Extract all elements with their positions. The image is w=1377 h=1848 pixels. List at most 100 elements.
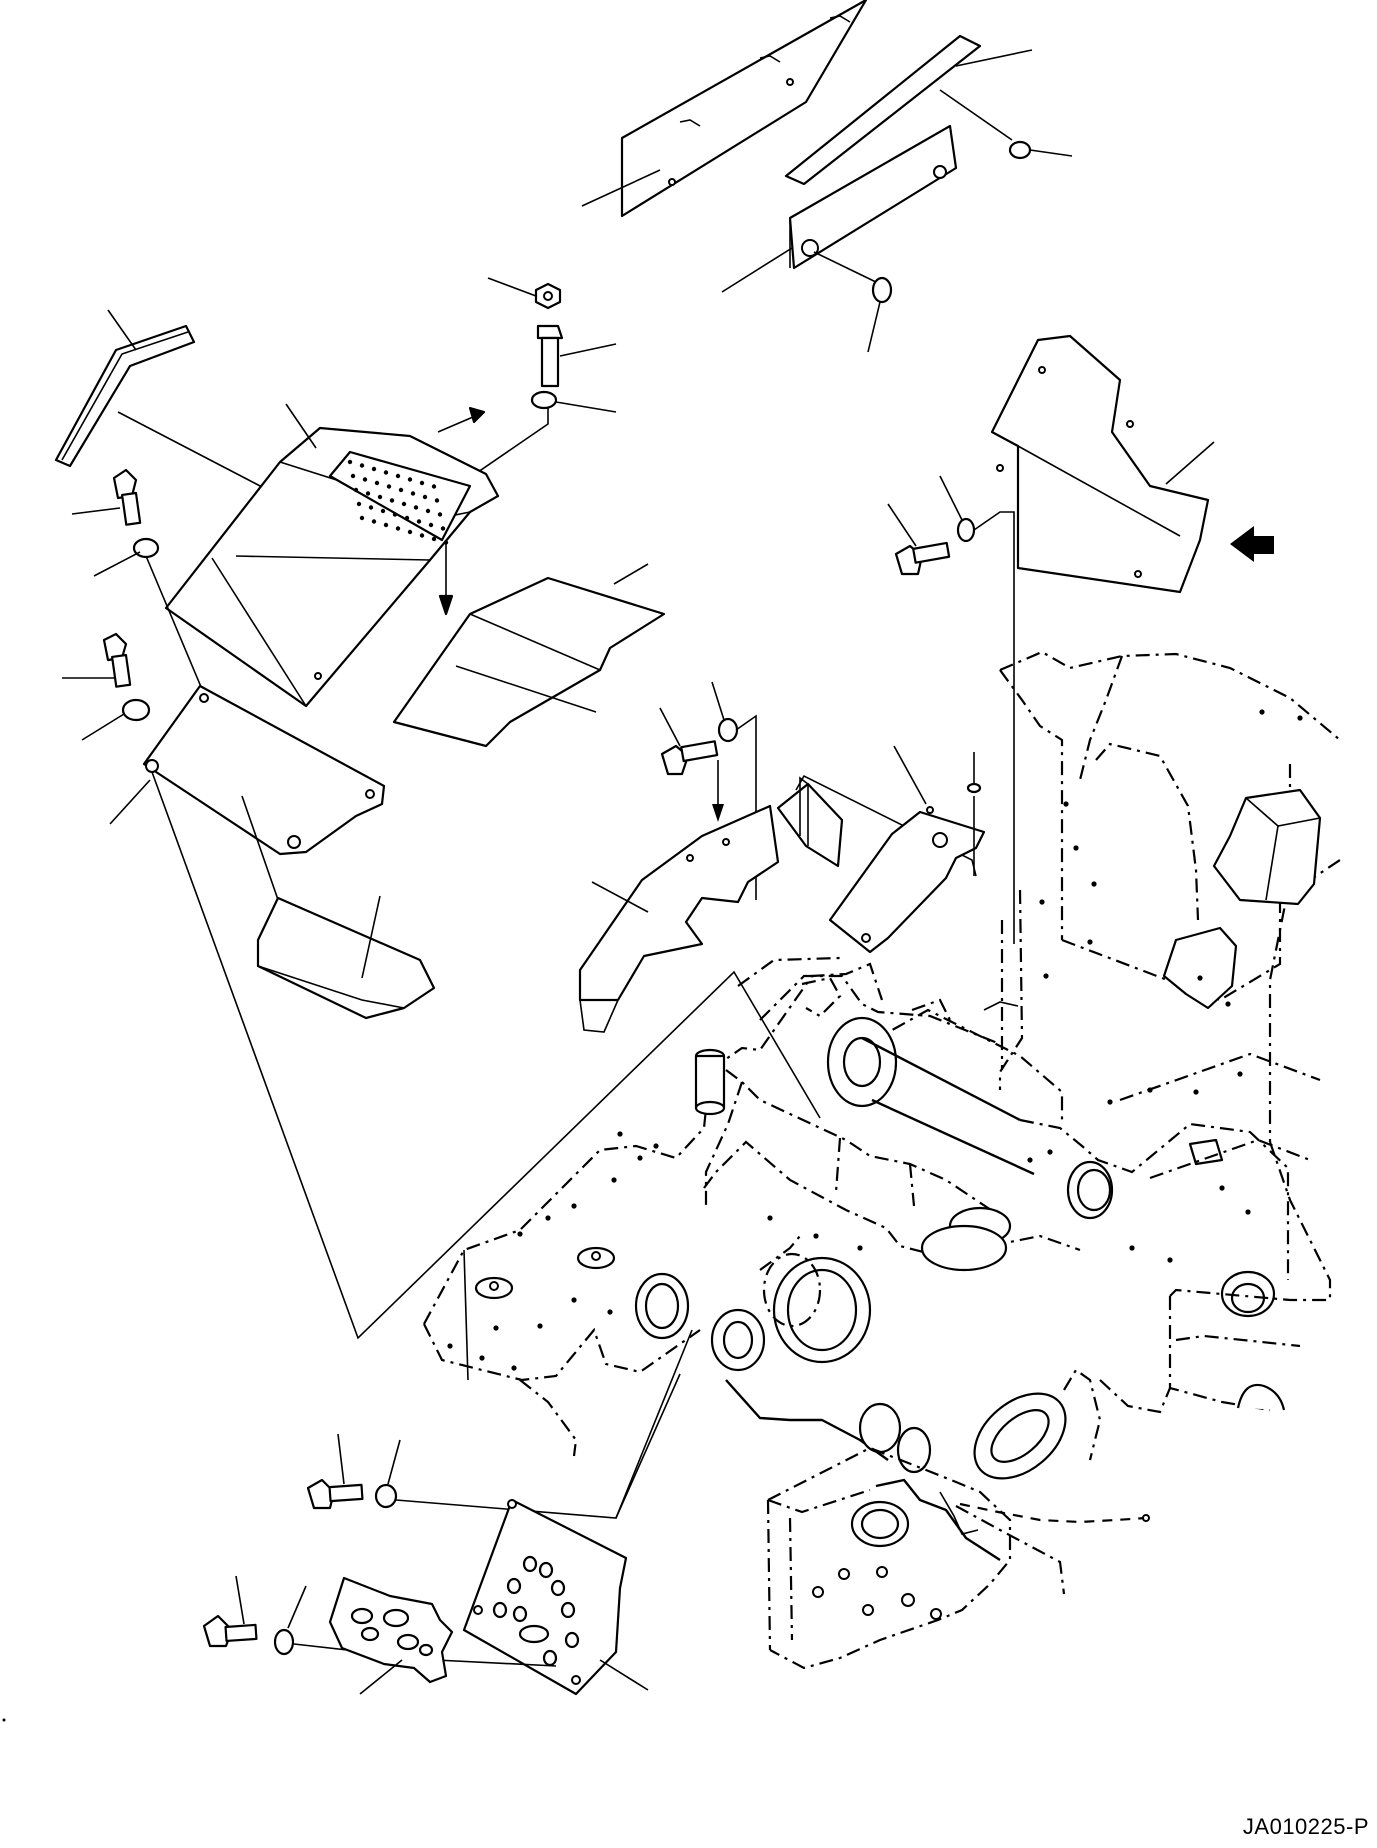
leader-line <box>456 666 596 712</box>
bolt-right <box>896 543 949 574</box>
washer <box>532 392 556 408</box>
dimple <box>434 498 440 503</box>
bolt-left-lower <box>104 634 130 687</box>
dimple <box>386 484 392 489</box>
dimple <box>377 494 383 500</box>
dimple <box>389 498 395 503</box>
frame-rivet <box>511 1365 517 1371</box>
dimple <box>371 466 377 472</box>
dimple <box>383 470 389 475</box>
leader-line <box>488 278 536 296</box>
washer <box>275 1630 293 1654</box>
arrow-up-right <box>438 408 484 432</box>
dimple <box>404 515 410 521</box>
leader-line <box>286 404 316 448</box>
assembly-line <box>396 1374 680 1518</box>
frame-rivet <box>1039 899 1045 905</box>
dimple <box>398 487 404 493</box>
frame-rivet <box>1167 1257 1173 1263</box>
frame-rivet <box>857 1245 863 1251</box>
washer <box>123 700 149 720</box>
bolt-center <box>662 741 717 774</box>
frame-rivet <box>1073 845 1079 851</box>
frame-rivet <box>545 1215 551 1221</box>
leader-line <box>288 1586 306 1628</box>
dimple <box>395 473 401 479</box>
stray-mark <box>2 1718 6 1722</box>
frame-rivet <box>517 1231 523 1237</box>
flange-nut <box>536 284 560 308</box>
dimple <box>374 480 380 486</box>
leader-line <box>582 170 660 206</box>
leader-line <box>722 248 792 292</box>
frame-rivet <box>611 1177 617 1183</box>
mounting-bracket-large <box>580 806 778 1032</box>
frame-rivet <box>1259 709 1265 715</box>
frame-rivet <box>1245 1209 1251 1215</box>
frame-rivet <box>637 1155 643 1161</box>
dimple <box>407 477 413 482</box>
leader-line <box>868 302 880 352</box>
frame-rivet <box>617 1131 623 1137</box>
dimple <box>410 491 416 496</box>
washer <box>719 719 737 741</box>
frame-rivet <box>767 1215 773 1221</box>
frame-rivet <box>1027 1157 1033 1163</box>
dimple <box>437 512 443 517</box>
right-side-panel <box>992 336 1208 592</box>
mounting-plate-right <box>830 807 984 952</box>
dimple <box>428 522 434 528</box>
leader-line <box>940 90 1012 140</box>
dimple <box>419 480 425 486</box>
leader-line <box>712 682 724 720</box>
leader-line <box>600 1660 648 1690</box>
dimple <box>383 522 389 528</box>
rubber-pad <box>258 898 434 1018</box>
dimple <box>353 487 359 493</box>
frame-rivet <box>537 1323 543 1329</box>
bolt-bottom-lower <box>204 1616 256 1646</box>
dimple <box>413 505 419 510</box>
dimple <box>392 512 398 517</box>
frame-rivet <box>479 1355 485 1361</box>
frame-rivet <box>607 1309 613 1315</box>
washer <box>958 519 974 541</box>
dimple <box>347 459 353 465</box>
long-rubber-strip <box>786 36 980 184</box>
frame-rivet <box>571 1203 577 1209</box>
dimple <box>416 519 422 524</box>
arrow-down <box>440 540 452 614</box>
leader-line <box>338 1434 344 1484</box>
leader-line <box>940 476 962 520</box>
dimple <box>431 484 437 489</box>
dimple <box>440 526 446 531</box>
dimple <box>350 473 356 479</box>
dimple <box>419 533 425 538</box>
leader-line <box>388 1440 400 1484</box>
assembly-line <box>616 1330 692 1518</box>
frame-rivet <box>813 1233 819 1239</box>
dimple <box>368 505 374 510</box>
leader-line <box>94 552 140 576</box>
leader-line <box>894 746 926 804</box>
gasket-plate <box>330 1578 452 1682</box>
frame-rivet <box>1219 1185 1225 1191</box>
frame-rivet <box>1087 939 1093 945</box>
bolt-vertical <box>538 326 562 386</box>
assembly-line <box>146 556 204 694</box>
frame-rivet <box>1197 975 1203 981</box>
frame-rivet <box>1047 1149 1053 1155</box>
bolt-bottom-upper <box>308 1480 362 1508</box>
frame-rivet <box>447 1343 453 1349</box>
bracket-plate-top <box>790 126 956 268</box>
frame-rivet <box>653 1143 659 1149</box>
frame-rivet <box>1147 1087 1153 1093</box>
anti-slip-plate <box>330 452 470 545</box>
leader-line <box>72 508 120 514</box>
dimple <box>401 501 407 507</box>
grommet <box>873 278 891 302</box>
step-bottom-plate <box>144 686 384 854</box>
drawing-number: JA010225-P <box>1242 1814 1369 1839</box>
frame-rivet <box>1063 801 1069 807</box>
rivet <box>968 784 980 792</box>
